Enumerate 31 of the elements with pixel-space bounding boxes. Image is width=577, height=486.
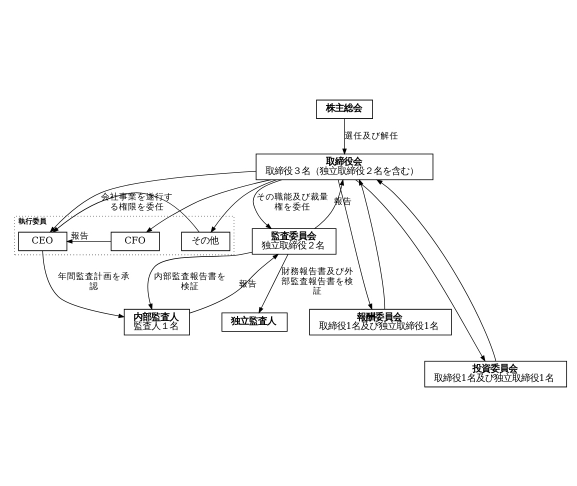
- arrow: [52, 192, 200, 232]
- arrow: [376, 178, 496, 361]
- arrow: [66, 238, 112, 244]
- arrow: [252, 178, 282, 229]
- node-box: 監査委員会 独立取締役２名: [252, 228, 336, 254]
- arrow: [342, 118, 347, 155]
- node-box: 取締役会 取締役３名（独立取締役２名を含む）: [256, 153, 434, 180]
- node-box: その他: [181, 231, 230, 251]
- node-box: 投資委員会 取締役1名及び独立取締役1名: [424, 360, 568, 387]
- edge-label: 内部監査報告書を検証: [154, 272, 226, 292]
- node-box: CEO: [18, 231, 68, 251]
- edge-label: 報告: [70, 231, 89, 242]
- edge-label: その職能及び裁量権を委任: [256, 192, 328, 212]
- edge-label: 財務報告書及び外部監査報告書を検証: [282, 266, 354, 296]
- node-box: 独立監査人: [222, 312, 288, 332]
- arrow: [258, 254, 288, 314]
- arrow: [210, 178, 277, 233]
- arrow: [314, 178, 344, 228]
- arrow: [50, 170, 256, 232]
- edge-label: 年間監査計画を承認: [58, 272, 130, 292]
- arrow: [42, 250, 125, 318]
- arrow: [358, 178, 386, 310]
- node-box: 株主総会: [316, 99, 373, 118]
- arrow: [355, 179, 486, 362]
- node-box: CFO: [110, 231, 160, 251]
- arrow: [338, 178, 372, 310]
- arrow: [146, 178, 272, 232]
- arrow: [189, 253, 279, 313]
- arrow: [148, 251, 253, 310]
- node-box: 報酬委員会 取締役1名及び独立取締役1名: [309, 308, 452, 335]
- node-box: 内部監査人 監査人１名: [124, 308, 190, 335]
